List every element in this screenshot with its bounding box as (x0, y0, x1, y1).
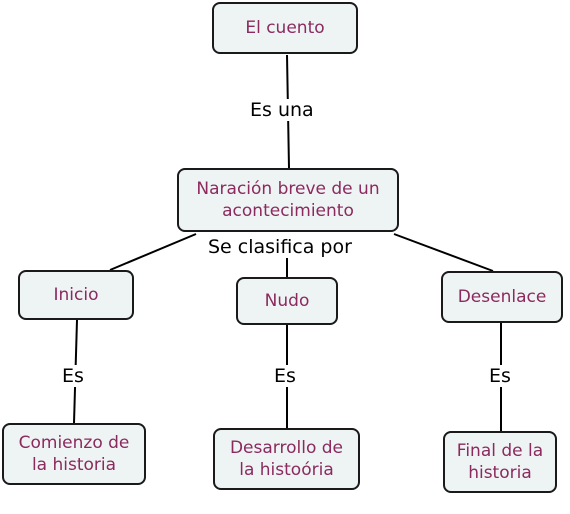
node-comienzo[interactable]: Comienzo de la historia (2, 423, 146, 485)
node-naracion[interactable]: Naración breve de un acontecimiento (177, 168, 399, 232)
node-naracion-label: Naración breve de un acontecimiento (196, 179, 380, 221)
node-el-cuento[interactable]: El cuento (212, 2, 358, 54)
node-final-label: Final de la historia (456, 441, 544, 483)
link-label-es-inicio: Es (62, 365, 84, 387)
node-inicio[interactable]: Inicio (18, 270, 134, 320)
node-nudo[interactable]: Nudo (236, 277, 338, 325)
link-label-se-clasifica-por: Se clasifica por (206, 236, 354, 258)
node-final[interactable]: Final de la historia (443, 431, 557, 493)
node-nudo-label: Nudo (264, 291, 310, 311)
link-label-es-desenlace: Es (489, 365, 511, 387)
node-el-cuento-label: El cuento (245, 18, 325, 38)
node-desarrollo-label: Desarrollo de la histoória (229, 438, 344, 480)
node-inicio-label: Inicio (53, 285, 99, 305)
connector-narracion-desenlace (393, 233, 494, 272)
link-label-es-nudo: Es (274, 365, 296, 387)
node-comienzo-label: Comienzo de la historia (18, 433, 130, 475)
node-desenlace[interactable]: Desenlace (441, 271, 563, 323)
link-label-es-una: Es una (250, 99, 314, 121)
node-desarrollo[interactable]: Desarrollo de la histoória (213, 428, 360, 490)
node-desenlace-label: Desenlace (457, 287, 547, 307)
connector-narracion-inicio (109, 233, 197, 271)
